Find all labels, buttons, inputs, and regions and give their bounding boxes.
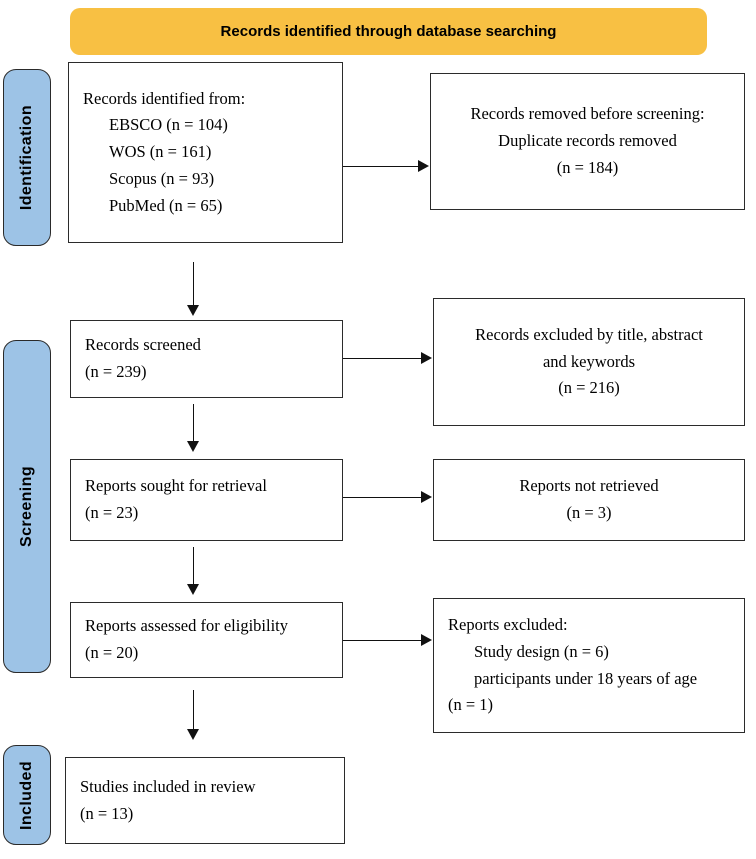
connector-sought-to-not-retrieved (343, 497, 422, 498)
box-line: PubMed (n = 65) (109, 195, 223, 215)
connector-assessed-to-included (193, 690, 194, 730)
arrowhead-assessed-to-excluded (421, 634, 432, 646)
stage-label-screening: Screening (18, 466, 35, 547)
arrowhead-identified-to-screened (187, 305, 199, 316)
stage-label-included: Included (18, 760, 35, 830)
banner-label: Records identified through database sear… (220, 23, 557, 40)
connector-screened-to-excluded (343, 358, 422, 359)
box-reports-assessed: Reports assessed for eligibility (n = 20… (70, 602, 343, 678)
stage-band-included: Included (3, 745, 51, 845)
box-line: Records excluded by title, abstract (475, 324, 703, 344)
box-records-screened: Records screened (n = 239) (70, 320, 343, 398)
connector-identified-to-removed (343, 166, 419, 167)
box-line: Records screened (85, 335, 201, 355)
box-line: Records identified from: (83, 88, 246, 108)
box-line: (n = 3) (566, 503, 612, 522)
connector-assessed-to-excluded (343, 640, 422, 641)
box-line: and keywords (542, 351, 636, 371)
box-line: Records removed before screening: (470, 104, 705, 124)
box-line: EBSCO (n = 104) (109, 115, 228, 135)
box-records-identified: Records identified from: EBSCO (n = 104)… (68, 62, 343, 243)
box-line: (n = 20) (85, 643, 139, 662)
connector-screened-to-sought (193, 404, 194, 442)
stage-band-identification: Identification (3, 69, 51, 246)
box-line: (n = 184) (556, 157, 619, 177)
box-records-excluded-screening: Records excluded by title, abstract and … (433, 298, 745, 426)
arrowhead-sought-to-assessed (187, 584, 199, 595)
arrowhead-identified-to-removed (418, 160, 429, 172)
box-line: Duplicate records removed (498, 131, 677, 151)
box-line: (n = 239) (85, 362, 147, 381)
box-line: Reports not retrieved (519, 476, 659, 496)
stage-label-identification: Identification (18, 104, 35, 211)
box-line: Studies included in review (80, 776, 256, 796)
box-line: (n = 1) (448, 695, 494, 715)
box-line: Study design (n = 6) (474, 641, 609, 661)
connector-identified-to-screened (193, 262, 194, 306)
box-line: participants under 18 years of age (474, 668, 698, 688)
box-line: (n = 13) (80, 803, 134, 823)
box-line: Reports assessed for eligibility (85, 616, 289, 636)
box-line: Scopus (n = 93) (109, 168, 215, 188)
box-line: WOS (n = 161) (109, 142, 212, 162)
box-records-removed: Records removed before screening: Duplic… (430, 73, 745, 210)
arrowhead-assessed-to-included (187, 729, 199, 740)
connector-sought-to-assessed (193, 547, 194, 585)
box-line: Reports sought for retrieval (85, 476, 267, 496)
box-line: Reports excluded: (448, 615, 568, 635)
box-studies-included: Studies included in review (n = 13) (65, 757, 345, 844)
stage-band-screening: Screening (3, 340, 51, 673)
arrowhead-screened-to-sought (187, 441, 199, 452)
box-line: (n = 23) (85, 503, 139, 522)
arrowhead-sought-to-not-retrieved (421, 491, 432, 503)
box-reports-not-retrieved: Reports not retrieved (n = 3) (433, 459, 745, 541)
database-search-banner: Records identified through database sear… (70, 8, 707, 55)
box-line: (n = 216) (558, 378, 620, 398)
box-reports-sought: Reports sought for retrieval (n = 23) (70, 459, 343, 541)
arrowhead-screened-to-excluded (421, 352, 432, 364)
box-reports-excluded-eligibility: Reports excluded: Study design (n = 6) p… (433, 598, 745, 733)
